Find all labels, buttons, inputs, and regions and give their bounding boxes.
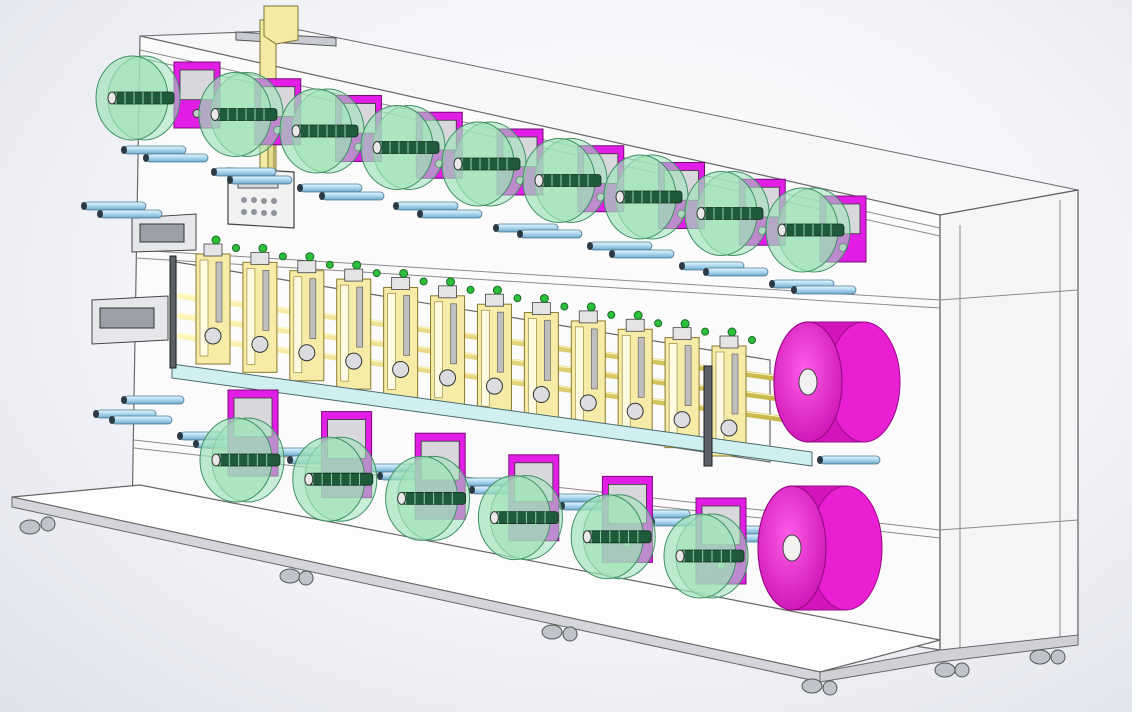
carriage-right-post <box>703 365 713 467</box>
lower-rewind-reel <box>663 513 749 599</box>
material-roll-upper <box>773 321 901 443</box>
upper-idler-roller <box>297 183 363 193</box>
slitting-station <box>289 252 334 382</box>
upper-idler-roller <box>703 267 769 277</box>
lower-rewind-modules <box>199 389 749 599</box>
lower-rewind-reel <box>385 455 471 541</box>
upper-idler-roller <box>791 285 857 295</box>
material-roll-lower <box>757 485 883 611</box>
upper-idler-roller <box>319 191 385 201</box>
slitting-station <box>664 319 710 449</box>
lower-rewind-reel <box>292 436 378 522</box>
upper-rewind-reel <box>522 138 608 223</box>
status-indicator-light <box>466 285 475 294</box>
status-indicator-light <box>232 244 240 252</box>
status-indicator-light <box>372 269 381 278</box>
lower-idler-roller <box>121 395 185 405</box>
lower-idler-roller <box>109 415 173 425</box>
upper-rewind-reel <box>684 171 770 256</box>
upper-idler-roller <box>587 241 653 251</box>
upper-idler-roller <box>121 145 187 155</box>
caster-wheels <box>19 516 1066 696</box>
status-indicator-light <box>633 310 643 320</box>
status-indicator-light <box>701 327 710 336</box>
slitting-station <box>430 277 475 407</box>
upper-idler-roller <box>417 209 483 219</box>
status-indicator-light <box>607 310 616 319</box>
upper-idler-roller <box>81 201 147 211</box>
status-indicator-light <box>419 277 428 286</box>
left-clamp-upper <box>131 213 197 253</box>
slitting-stations <box>195 235 756 457</box>
upper-rewind-reel <box>441 121 527 207</box>
lower-rewind-reel <box>570 494 656 580</box>
upper-rewind-reel <box>95 55 181 141</box>
upper-rewind-reel <box>765 187 851 273</box>
left-clamp-lower <box>91 295 169 345</box>
upper-idler-roller <box>97 209 163 219</box>
upper-idler-roller <box>143 153 209 163</box>
slitting-station <box>523 294 569 424</box>
upper-idler-roller <box>227 175 293 185</box>
status-indicator-light <box>399 268 409 278</box>
status-indicator-light <box>727 327 737 337</box>
upper-idler-roller <box>517 229 583 239</box>
status-indicator-light <box>278 252 287 261</box>
upper-rewind-reel <box>198 72 284 157</box>
status-indicator-light <box>446 277 456 287</box>
carriage-base-rail <box>171 363 813 467</box>
slitting-station <box>476 285 522 415</box>
slitting-station <box>711 327 756 457</box>
lower-rewind-reel <box>477 475 563 561</box>
unwind-tower-head <box>263 5 299 45</box>
status-indicator-light <box>560 302 569 311</box>
carriage-left-post <box>169 255 177 369</box>
upper-rewind-reel <box>360 105 446 190</box>
status-indicator-light <box>325 260 334 269</box>
status-indicator-light <box>539 294 549 304</box>
status-indicator-light <box>258 243 268 253</box>
upper-idler-roller <box>393 201 459 211</box>
status-indicator-light <box>680 319 690 329</box>
lower-idler-roller <box>817 455 881 465</box>
slitting-station <box>570 302 616 432</box>
right-end-panel <box>939 189 1079 663</box>
status-indicator-light <box>492 285 502 295</box>
slitting-station <box>336 260 381 390</box>
upper-idler-rollers <box>81 145 857 295</box>
status-indicator-light <box>352 260 362 270</box>
lower-rewind-reel <box>199 417 285 503</box>
upper-idler-roller <box>609 249 675 259</box>
status-indicator-light <box>513 294 522 303</box>
status-indicator-light <box>305 252 315 262</box>
slitting-station <box>383 268 428 398</box>
upper-rewind-modules <box>95 55 867 273</box>
slitting-station <box>195 235 240 365</box>
upper-rewind-reel <box>603 154 689 240</box>
status-indicator-light <box>654 319 663 328</box>
slitting-station <box>242 243 287 373</box>
upper-rewind-reel <box>279 88 365 174</box>
slitting-station <box>617 310 663 440</box>
upper-idler-roller <box>211 167 277 177</box>
status-indicator-light <box>748 336 756 344</box>
status-indicator-light <box>211 235 221 245</box>
status-indicator-light <box>586 302 596 312</box>
